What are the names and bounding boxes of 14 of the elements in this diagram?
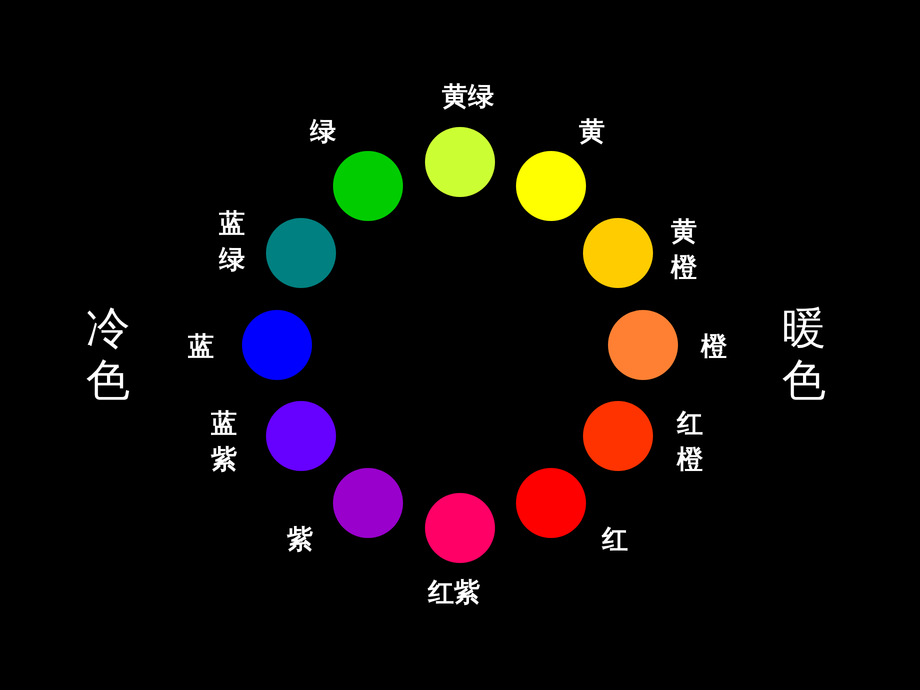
color-name: 黄绿 [442, 81, 494, 114]
color-name: 黄 [579, 116, 605, 149]
color-name: 红橙 [676, 408, 704, 477]
color-name: 黄橙 [670, 216, 698, 285]
color-name: 蓝 [188, 331, 214, 364]
color-name: 绿 [310, 116, 336, 149]
color-name: 紫 [287, 524, 313, 557]
group-label: 暖色 [781, 303, 827, 407]
color-name: 红紫 [428, 577, 480, 610]
color-name: 蓝绿 [218, 208, 246, 277]
group-label: 冷色 [85, 303, 131, 407]
color-name: 蓝紫 [210, 408, 238, 477]
color-name: 橙 [701, 331, 727, 364]
color-name: 红 [602, 524, 628, 557]
